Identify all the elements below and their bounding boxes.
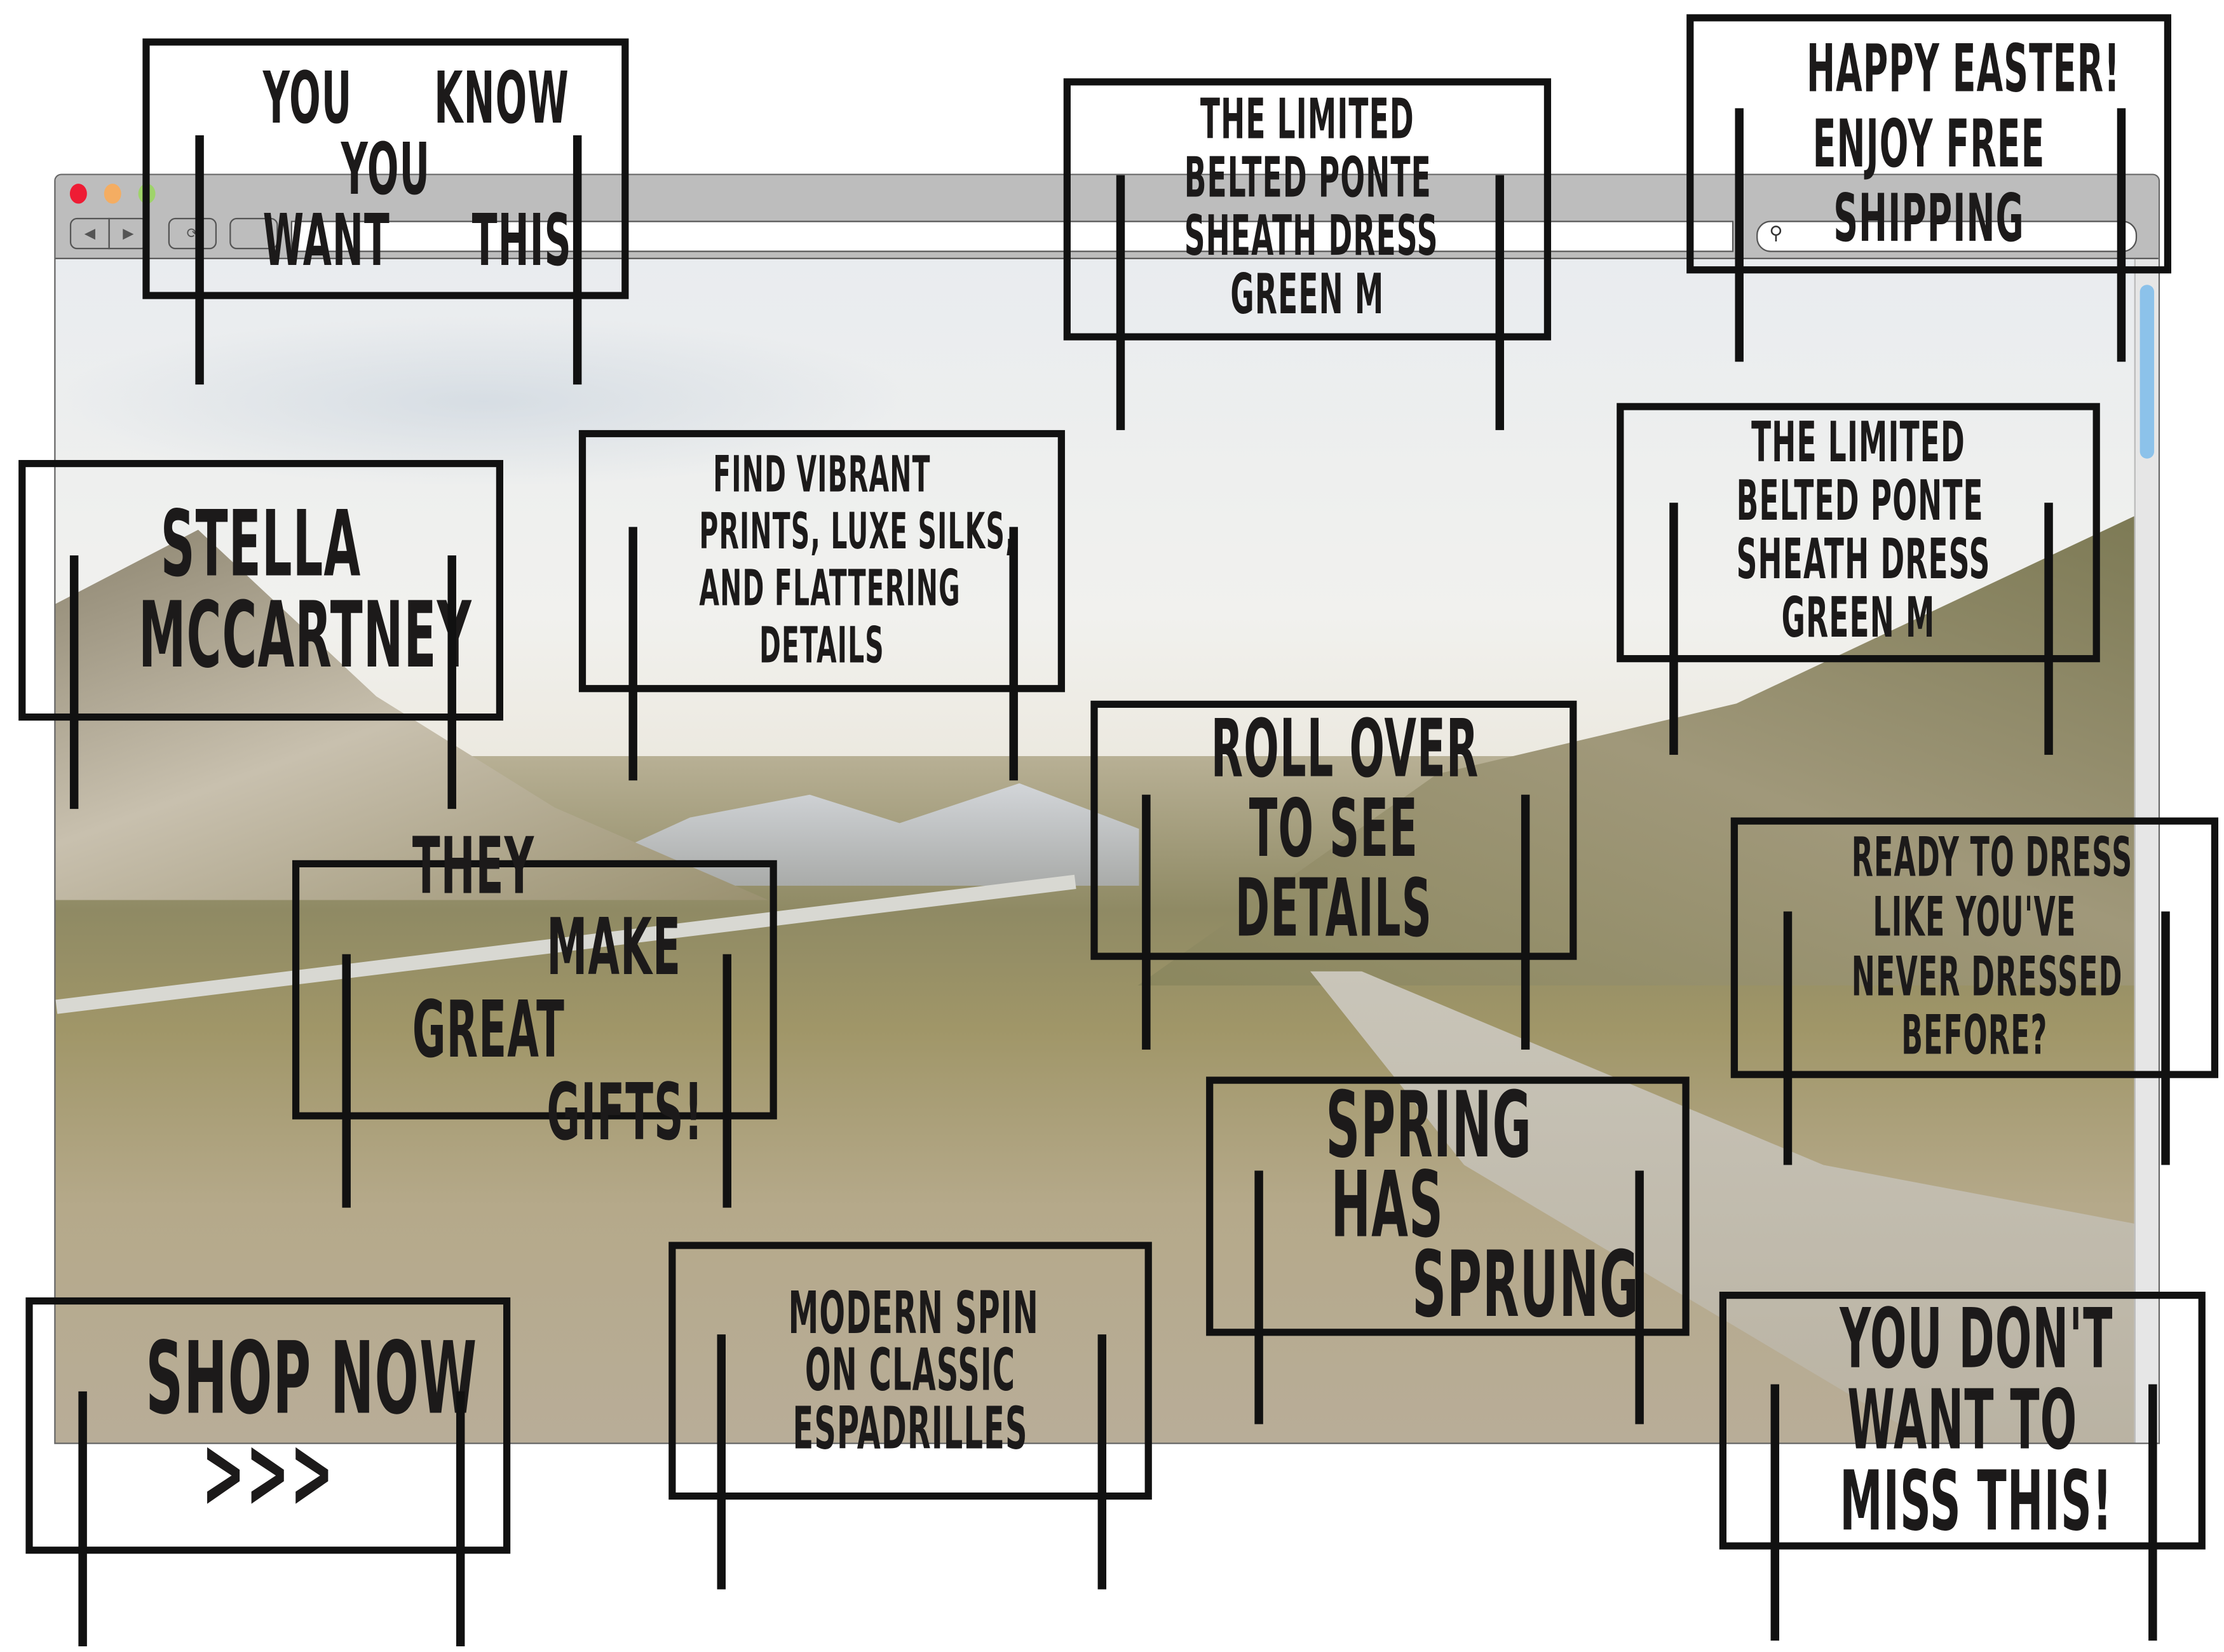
sign-post — [2148, 1384, 2157, 1641]
sign-post — [1669, 503, 1678, 755]
sign-post — [195, 135, 204, 385]
sign-post — [1097, 1334, 1107, 1590]
sign-text-line: ENJOY FREE — [1812, 104, 2045, 182]
sign-post — [2117, 108, 2126, 362]
sign-text-line: WANT THIS — [262, 198, 572, 281]
back-icon: ◀ — [84, 226, 95, 241]
sign-post — [717, 1334, 726, 1590]
sign-text-line: YOU — [341, 127, 431, 210]
sign-text-line: PRINTS, LUXE SILKS, — [699, 503, 1016, 561]
sign-text-line: THE LIMITED — [1200, 88, 1414, 153]
sign-text-line: TO SEE — [1249, 783, 1418, 876]
sign-text-line: SHEATH DRESS — [1184, 205, 1439, 269]
sign-text-line: THE LIMITED — [1751, 412, 1965, 476]
sign-text-line: YOU KNOW — [262, 56, 569, 139]
sign-post — [573, 135, 582, 385]
sign-post — [1770, 1384, 1780, 1641]
sign-text-line: MISS THIS! — [1840, 1452, 2113, 1550]
address-bar[interactable] — [290, 220, 1734, 252]
forward-icon: ▶ — [123, 226, 134, 241]
minimize-button[interactable] — [104, 184, 121, 204]
sign-text-line: STELLA — [160, 492, 362, 598]
sign-text-line: SHEATH DRESS — [1736, 528, 1991, 593]
sign-text-line: BELTED PONTE — [1736, 470, 1984, 534]
sign-text-line: YOU DON'T — [1840, 1290, 2113, 1388]
sign-text-line: LIKE YOU'VE — [1873, 885, 2077, 949]
browser-toolbar: ◀ ▶ ⟳ ⚲ — [55, 175, 2159, 259]
sign-post — [1735, 108, 1744, 362]
back-button[interactable]: ◀ — [69, 217, 110, 250]
search-icon: ⚲ — [1769, 223, 1783, 245]
sign-text-line: SHIPPING — [1833, 180, 2024, 257]
sign-text-line: MODERN SPIN — [788, 1279, 1039, 1348]
sign-text-line: HAS — [1331, 1153, 1565, 1259]
sign-text-line: WANT TO — [1847, 1371, 2078, 1469]
sign-post — [2161, 911, 2170, 1165]
sign-spring-has-sprung: SPRING HAS SPRUNG — [1206, 1076, 1690, 1336]
sign-text-line: NEVER DRESSED — [1851, 945, 2123, 1008]
sign-post — [1521, 794, 1530, 1050]
sign-post — [456, 1391, 465, 1647]
sign-text-line: SHOP NOW — [146, 1319, 478, 1437]
sign-text-line: BELTED PONTE — [1184, 147, 1432, 211]
sign-text-line: ESPADRILLES — [792, 1393, 1028, 1462]
sign-text-line: GREAT — [412, 984, 700, 1076]
sign-text-line: ROLL OVER — [1210, 703, 1479, 796]
sign-text-line: GREEN M — [1230, 263, 1385, 328]
sign-text-line: SPRUNG — [1326, 1233, 1639, 1339]
sign-shop-now[interactable]: SHOP NOW>>> — [25, 1297, 511, 1554]
sign-post — [342, 954, 351, 1208]
sign-text-line: >>> — [201, 1414, 335, 1531]
sign-text-line: HAPPY EASTER! — [1807, 29, 2120, 107]
sign-post — [69, 555, 79, 809]
sign-text-line: SPRING — [1326, 1073, 1618, 1179]
sign-text-line: BEFORE? — [1901, 1004, 2048, 1067]
scrollbar-thumb[interactable] — [2139, 285, 2155, 459]
sign-text-line: FIND VIBRANT — [713, 446, 931, 504]
sign-post — [2044, 503, 2053, 755]
sign-text-line: DETAILS — [1235, 863, 1432, 956]
sign-post — [628, 527, 637, 781]
share-button[interactable] — [229, 217, 278, 250]
scrollbar[interactable] — [2134, 259, 2159, 1443]
sign-post — [1142, 794, 1151, 1050]
sign-post — [1254, 1170, 1263, 1425]
sign-post — [1495, 175, 1504, 430]
sign-text-line: AND FLATTERING — [699, 561, 961, 618]
sign-post — [1009, 527, 1018, 781]
sign-post — [1635, 1170, 1644, 1425]
search-field[interactable]: ⚲ — [1756, 220, 2138, 252]
sign-text-line: MCCARTNEY — [139, 583, 472, 689]
sign-post — [722, 954, 731, 1208]
sign-text-line: ON CLASSIC — [804, 1336, 1016, 1405]
sign-text-line: READY TO DRESS — [1851, 825, 2133, 889]
sign-text-line: MAKE — [412, 902, 682, 993]
sign-post — [1783, 911, 1793, 1165]
sign-text-line: THEY — [412, 819, 669, 911]
sign-post — [78, 1391, 87, 1647]
sign-post — [1116, 175, 1125, 430]
sign-text-line: GIFTS! — [412, 1066, 704, 1158]
close-button[interactable] — [69, 184, 87, 204]
sign-post — [447, 555, 456, 809]
sign-text-line: GREEN M — [1781, 586, 1936, 651]
sign-text-line: DETAILS — [759, 618, 885, 675]
